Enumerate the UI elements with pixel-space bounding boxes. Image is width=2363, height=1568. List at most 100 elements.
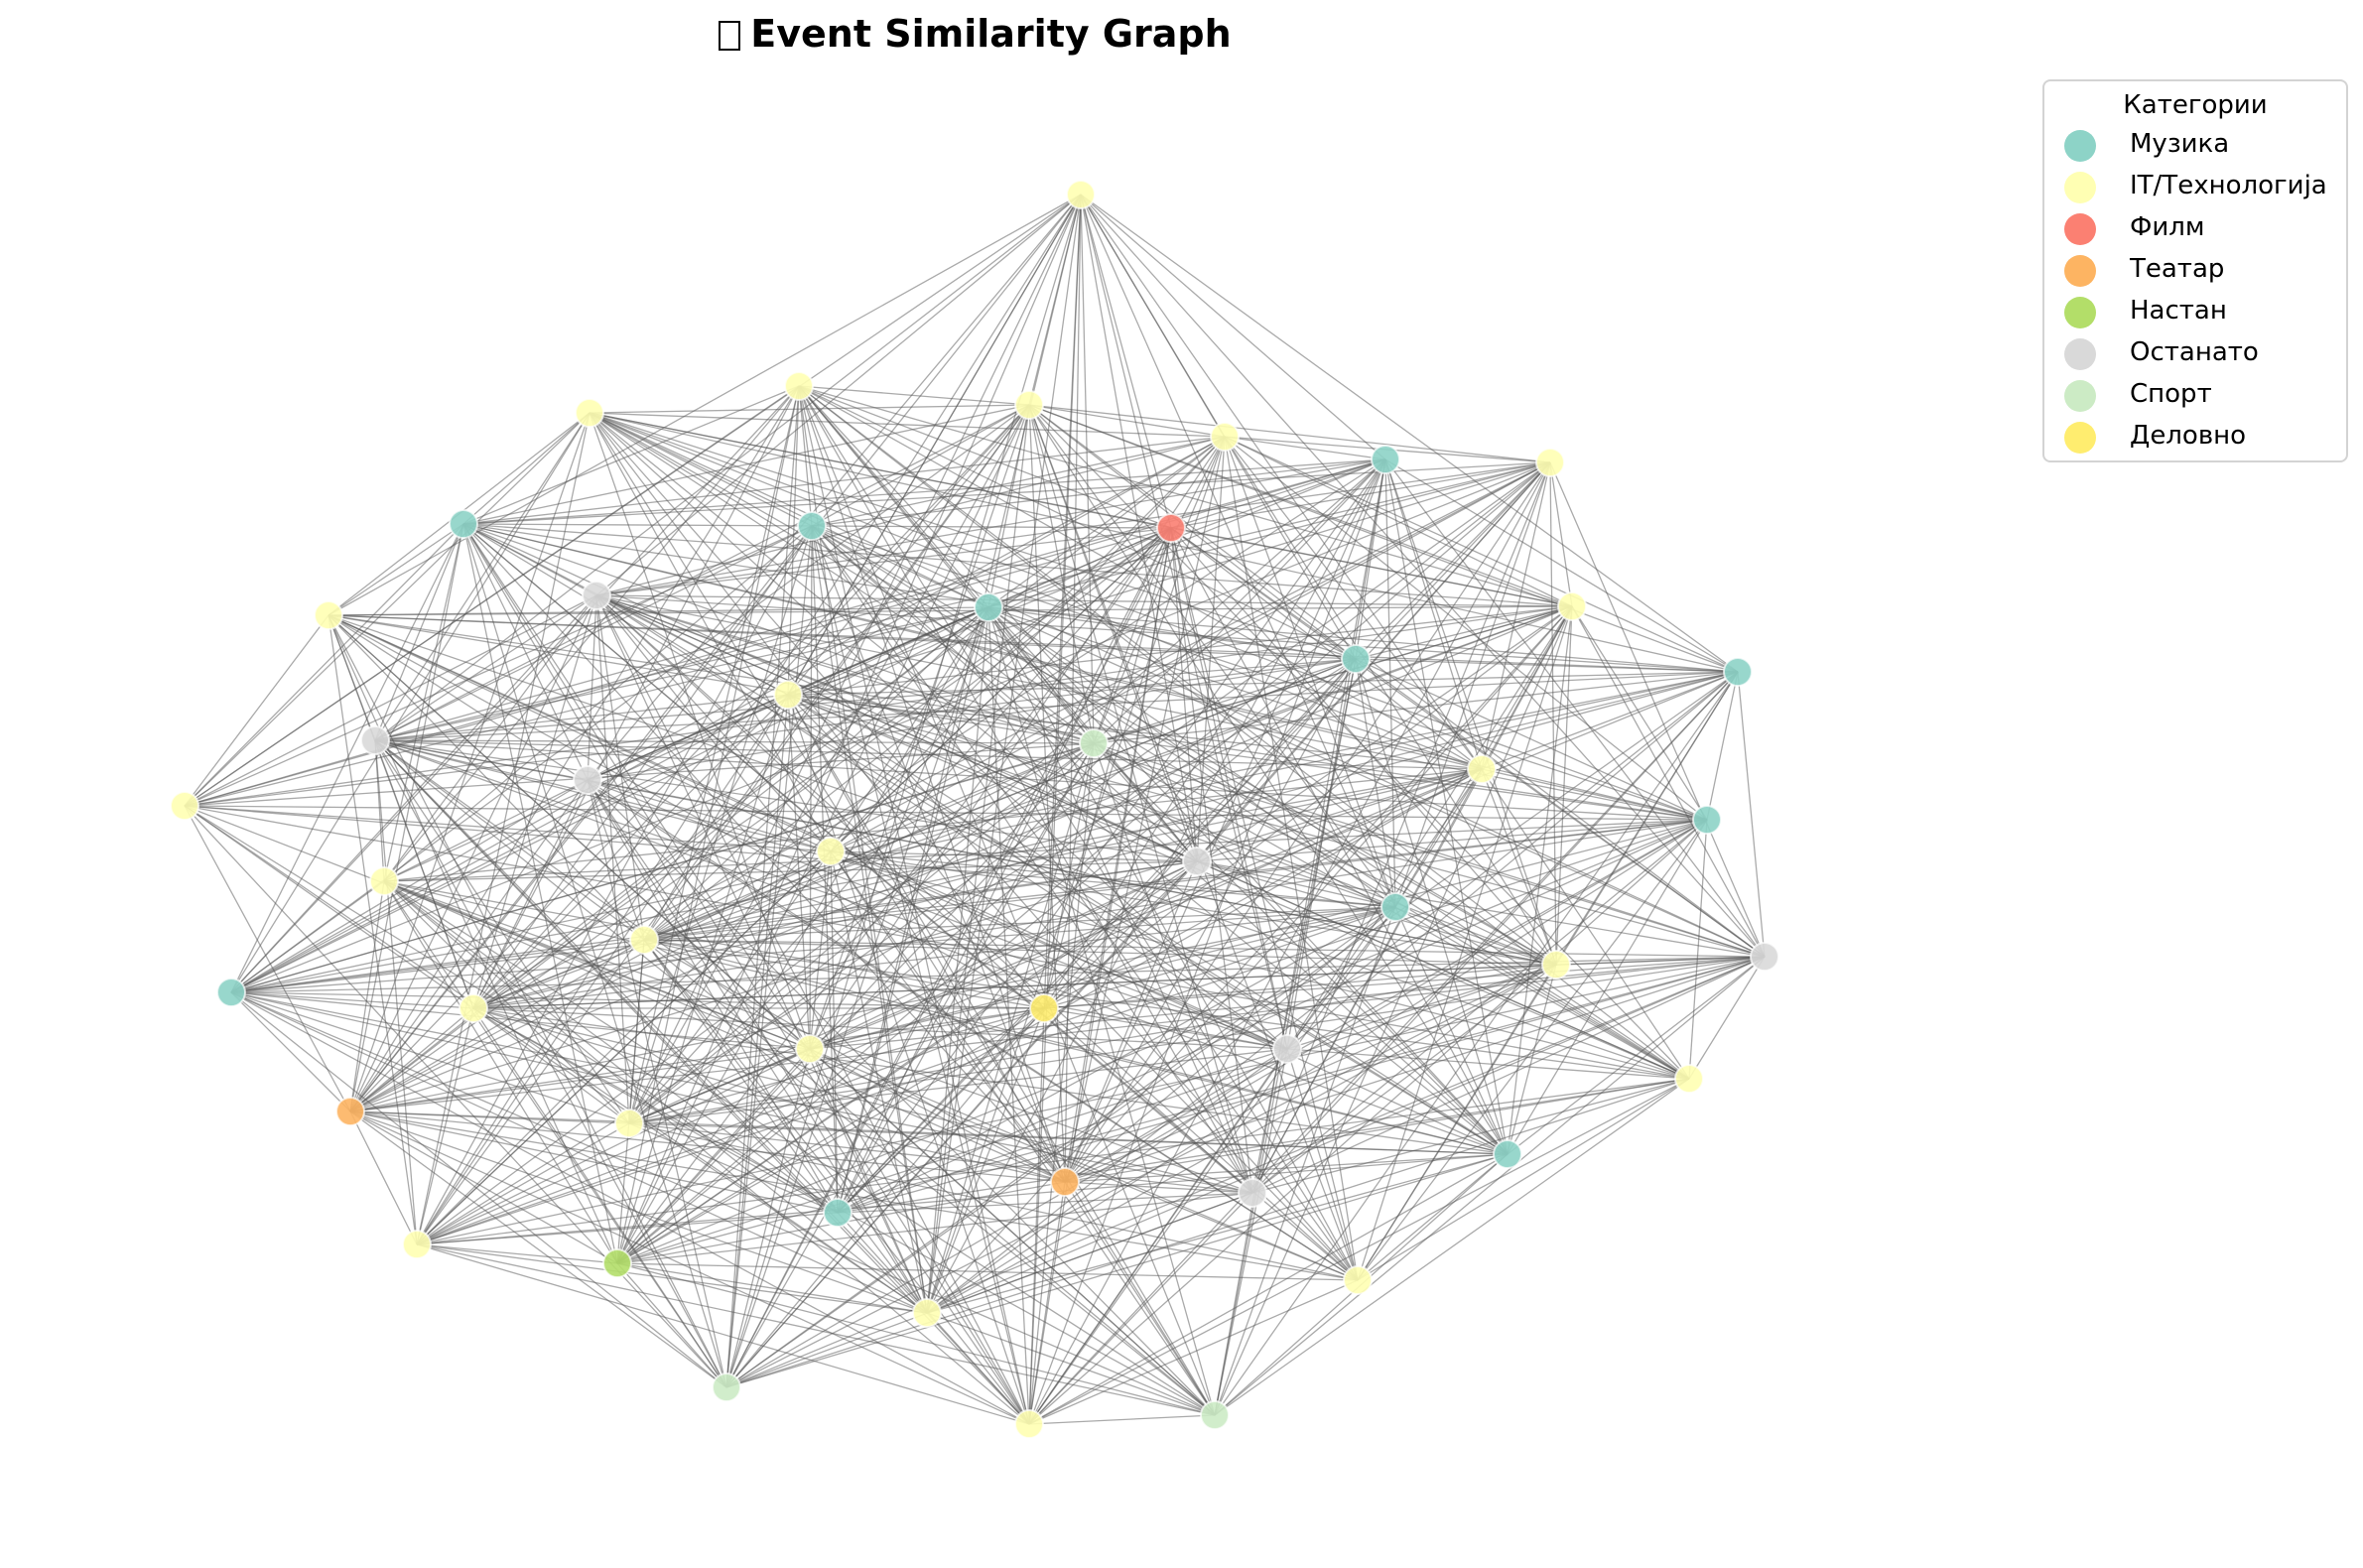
event-node[interactable]: [1371, 445, 1400, 474]
similarity-edge: [328, 523, 464, 616]
similarity-edge: [926, 1312, 1216, 1416]
similarity-edge: [1357, 1153, 1509, 1281]
event-node[interactable]: [449, 509, 478, 539]
event-node[interactable]: [1014, 1409, 1044, 1439]
similarity-edge: [787, 694, 1216, 1416]
similarity-edge: [230, 880, 385, 993]
event-node[interactable]: [816, 837, 846, 866]
similarity-edge: [809, 1048, 1066, 1183]
similarity-edge: [628, 194, 1082, 1124]
event-node[interactable]: [1272, 1034, 1302, 1064]
similarity-edge: [230, 939, 645, 993]
similarity-edge: [184, 523, 464, 807]
event-node[interactable]: [1493, 1139, 1522, 1169]
similarity-edge: [1251, 1078, 1690, 1194]
similarity-edge: [1028, 1181, 1066, 1425]
event-node[interactable]: [369, 866, 399, 896]
similarity-edge: [1043, 605, 1573, 1009]
event-node[interactable]: [170, 791, 199, 821]
similarity-edge: [416, 1153, 1509, 1245]
similarity-edge: [374, 739, 727, 1388]
similarity-edge: [328, 614, 1357, 660]
similarity-edge: [374, 594, 597, 741]
event-node[interactable]: [1079, 728, 1109, 758]
missing-glyph-icon: [719, 21, 741, 51]
similarity-edge: [1357, 1078, 1690, 1281]
event-node[interactable]: [360, 725, 390, 755]
event-node[interactable]: [459, 993, 488, 1023]
event-node[interactable]: [974, 592, 1003, 622]
event-node[interactable]: [582, 581, 611, 610]
similarity-edge: [926, 1312, 1030, 1425]
similarity-edge: [230, 991, 727, 1388]
event-node[interactable]: [712, 1372, 741, 1402]
similarity-edge: [725, 1192, 1253, 1388]
similarity-edge: [374, 606, 989, 741]
event-node[interactable]: [1380, 892, 1410, 922]
similarity-edge: [462, 458, 1386, 525]
similarity-edge: [837, 742, 1095, 1214]
event-node[interactable]: [1674, 1064, 1704, 1094]
similarity-edge: [349, 779, 589, 1112]
legend-item-it-tehnologija: IT/Технологија: [2044, 165, 2346, 206]
similarity-edge: [1251, 956, 1766, 1194]
event-node[interactable]: [1050, 1167, 1080, 1197]
event-node[interactable]: [1535, 448, 1565, 477]
similarity-edge: [1214, 906, 1396, 1416]
similarity-edge: [1064, 605, 1573, 1183]
similarity-edge: [416, 1007, 474, 1245]
event-node[interactable]: [1029, 993, 1059, 1023]
event-node[interactable]: [1182, 847, 1212, 876]
event-node[interactable]: [1467, 754, 1497, 784]
event-node[interactable]: [797, 511, 827, 541]
event-node[interactable]: [573, 765, 602, 795]
event-node[interactable]: [1343, 1265, 1373, 1295]
similarity-edge: [725, 671, 1739, 1388]
event-node[interactable]: [1066, 180, 1096, 209]
event-node[interactable]: [1238, 1178, 1267, 1208]
similarity-edge: [1093, 742, 1557, 966]
similarity-edge: [725, 1153, 1509, 1388]
similarity-edge: [416, 850, 832, 1245]
event-node[interactable]: [1750, 942, 1779, 972]
similarity-edge: [383, 880, 839, 1214]
event-node[interactable]: [773, 680, 803, 710]
similarity-edge: [184, 606, 989, 807]
similarity-edge: [643, 606, 989, 941]
similarity-edge: [1170, 527, 1359, 1281]
event-node[interactable]: [602, 1248, 632, 1278]
similarity-edge: [1688, 819, 1708, 1080]
similarity-edge: [837, 1078, 1690, 1214]
event-node[interactable]: [216, 978, 246, 1007]
event-node[interactable]: [614, 1109, 644, 1138]
event-node[interactable]: [823, 1198, 853, 1228]
similarity-edge: [1064, 1181, 1253, 1194]
event-node[interactable]: [629, 925, 659, 955]
similarity-edge: [1384, 458, 1396, 908]
event-node[interactable]: [335, 1097, 365, 1126]
event-node[interactable]: [402, 1230, 432, 1259]
similarity-edge: [472, 1007, 727, 1388]
event-node[interactable]: [1723, 657, 1753, 687]
legend-item-muzika: Музика: [2044, 123, 2346, 165]
similarity-edge: [1064, 906, 1396, 1183]
event-node[interactable]: [1200, 1400, 1230, 1430]
event-node[interactable]: [575, 398, 604, 428]
event-node[interactable]: [1541, 950, 1571, 980]
legend-item-film: Филм: [2044, 206, 2346, 248]
event-node[interactable]: [784, 371, 814, 401]
event-node[interactable]: [795, 1034, 825, 1064]
event-node[interactable]: [1014, 390, 1044, 420]
similarity-edge: [1064, 1078, 1690, 1183]
similarity-edge: [1080, 194, 1766, 958]
event-node[interactable]: [912, 1298, 942, 1328]
similarity-edge: [416, 1243, 618, 1264]
similarity-edge: [1214, 1078, 1690, 1416]
event-node[interactable]: [1692, 805, 1722, 835]
legend-item-teatar: Театар: [2044, 248, 2346, 290]
event-node[interactable]: [314, 600, 343, 630]
event-node[interactable]: [1156, 513, 1186, 543]
event-node[interactable]: [1557, 591, 1587, 621]
event-node[interactable]: [1210, 422, 1240, 452]
event-node[interactable]: [1341, 644, 1371, 674]
